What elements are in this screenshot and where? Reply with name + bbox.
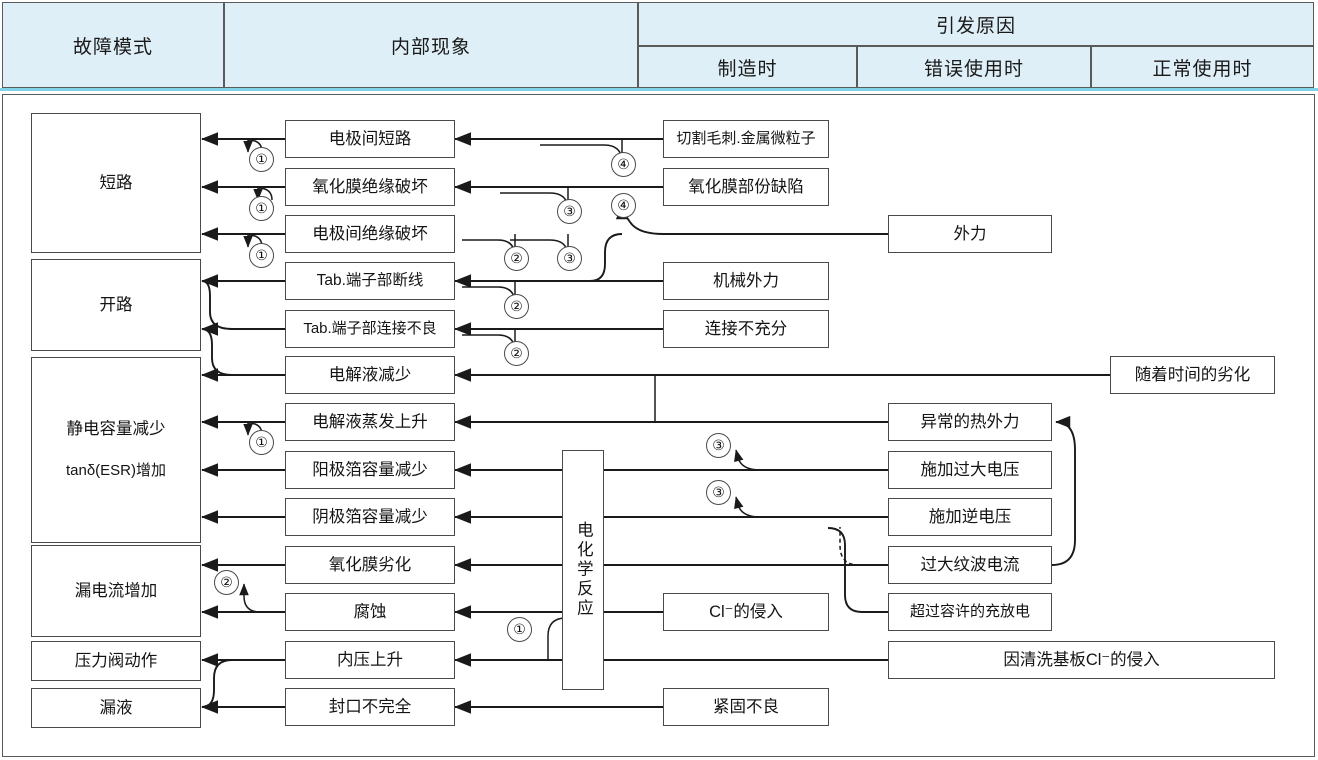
failure-mode-capacitance-decrease-line1: 静电容量减少 bbox=[66, 420, 166, 439]
failure-mode-capacitance-decrease-line2: tanδ(ESR)增加 bbox=[65, 461, 167, 479]
cause-excessive-ripple-current[interactable]: 过大纹波电流 bbox=[888, 546, 1052, 584]
marker-1-a: ① bbox=[249, 147, 274, 172]
header-cell-failure-mode: 故障模式 bbox=[2, 2, 224, 88]
header-cell-internal-phenomenon: 内部现象 bbox=[224, 2, 638, 88]
failure-mode-pressure-valve-operation[interactable]: 压力阀动作 bbox=[31, 641, 201, 681]
marker-4-b: ④ bbox=[611, 193, 636, 218]
phenomenon-anode-foil-capacitance-decrease[interactable]: 阳极箔容量减少 bbox=[285, 451, 455, 489]
marker-3-c: ③ bbox=[706, 433, 731, 458]
header-cell-manufacturing: 制造时 bbox=[638, 46, 857, 88]
cause-abnormal-thermal-force[interactable]: 异常的热外力 bbox=[888, 403, 1052, 441]
cause-time-degradation[interactable]: 随着时间的劣化 bbox=[1110, 356, 1275, 394]
failure-mode-short-circuit[interactable]: 短路 bbox=[31, 113, 201, 253]
failure-mode-capacitance-decrease[interactable]: 静电容量减少 tanδ(ESR)增加 bbox=[31, 357, 201, 543]
marker-3-b: ③ bbox=[557, 246, 582, 271]
phenomenon-tab-terminal-disconnection[interactable]: Tab.端子部断线 bbox=[285, 262, 455, 300]
cause-mechanical-external-force[interactable]: 机械外力 bbox=[663, 262, 829, 300]
marker-2-b: ② bbox=[504, 294, 529, 319]
marker-3-a: ③ bbox=[557, 199, 582, 224]
cause-overvoltage-applied[interactable]: 施加过大电压 bbox=[888, 451, 1052, 489]
cause-chloride-ingress[interactable]: Cl⁻的侵入 bbox=[663, 593, 829, 631]
failure-mode-leakage-current-increase[interactable]: 漏电流增加 bbox=[31, 545, 201, 637]
marker-1-c: ① bbox=[249, 243, 274, 268]
marker-4-a: ④ bbox=[611, 152, 636, 177]
marker-1-e: ① bbox=[507, 617, 532, 642]
phenomenon-oxide-film-insulation-breakdown[interactable]: 氧化膜绝缘破坏 bbox=[285, 168, 455, 206]
marker-2-c: ② bbox=[504, 341, 529, 366]
phenomenon-cathode-foil-capacitance-decrease[interactable]: 阴极箔容量减少 bbox=[285, 498, 455, 536]
phenomenon-internal-pressure-rise[interactable]: 内压上升 bbox=[285, 641, 455, 679]
phenomenon-tab-terminal-poor-connection[interactable]: Tab.端子部连接不良 bbox=[285, 310, 455, 348]
cause-over-permissible-charge-discharge[interactable]: 超过容许的充放电 bbox=[888, 593, 1052, 631]
phenomenon-corrosion[interactable]: 腐蚀 bbox=[285, 593, 455, 631]
phenomenon-electrolyte-evaporation[interactable]: 电解液蒸发上升 bbox=[285, 403, 455, 441]
cause-external-force[interactable]: 外力 bbox=[888, 215, 1052, 253]
marker-3-d: ③ bbox=[706, 480, 731, 505]
phenomenon-oxide-film-degradation[interactable]: 氧化膜劣化 bbox=[285, 546, 455, 584]
electrochemical-reaction-box[interactable]: 电化学反应 bbox=[562, 450, 604, 690]
cause-oxide-film-partial-defect[interactable]: 氧化膜部份缺陷 bbox=[663, 168, 829, 206]
phenomenon-inter-electrode-insulation-breakdown[interactable]: 电极间绝缘破坏 bbox=[285, 215, 455, 253]
header-cell-normal-use: 正常使用时 bbox=[1091, 46, 1314, 88]
marker-2-d: ② bbox=[214, 570, 239, 595]
phenomenon-incomplete-sealing[interactable]: 封口不完全 bbox=[285, 688, 455, 726]
phenomenon-inter-electrode-short[interactable]: 电极间短路 bbox=[285, 120, 455, 158]
failure-mode-leakage[interactable]: 漏液 bbox=[31, 688, 201, 728]
marker-2-a: ② bbox=[504, 246, 529, 271]
header-cell-misuse: 错误使用时 bbox=[857, 46, 1091, 88]
cause-reverse-voltage-applied[interactable]: 施加逆电压 bbox=[888, 498, 1052, 536]
cause-chloride-ingress-from-pcb-cleaning[interactable]: 因清洗基板Cl⁻的侵入 bbox=[888, 641, 1275, 679]
marker-1-b: ① bbox=[249, 196, 274, 221]
cause-poor-fastening[interactable]: 紧固不良 bbox=[663, 688, 829, 726]
phenomenon-electrolyte-decrease[interactable]: 电解液减少 bbox=[285, 356, 455, 394]
header-cell-cause: 引发原因 bbox=[638, 2, 1314, 46]
header-bottom-rule bbox=[0, 88, 1318, 91]
marker-1-d: ① bbox=[249, 430, 274, 455]
cause-cutting-burr-metal-particles[interactable]: 切割毛刺.金属微粒子 bbox=[663, 120, 829, 158]
header-table: 故障模式 内部现象 引发原因 制造时 错误使用时 正常使用时 bbox=[0, 0, 1318, 91]
failure-mode-open-circuit[interactable]: 开路 bbox=[31, 259, 201, 351]
cause-insufficient-connection[interactable]: 连接不充分 bbox=[663, 310, 829, 348]
